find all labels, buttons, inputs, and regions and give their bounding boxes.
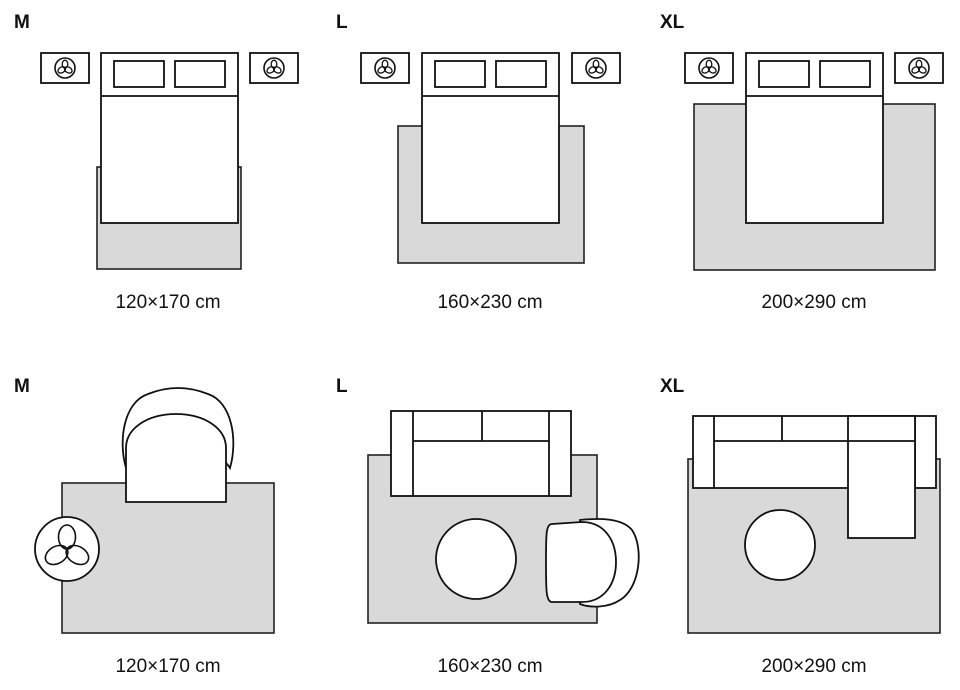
bedroom-panel-l: L 160×230 cm bbox=[336, 12, 621, 313]
dimension-label: 120×170 cm bbox=[115, 656, 220, 677]
pillow bbox=[758, 60, 810, 88]
size-label: M bbox=[14, 376, 30, 397]
size-label: XL bbox=[660, 376, 685, 397]
nightstand-left bbox=[684, 52, 734, 84]
living-panel-xl: XL 200×290 cm bbox=[660, 376, 941, 677]
bed bbox=[100, 52, 239, 224]
bedroom-panel-xl: XL 200×290 cm bbox=[660, 12, 944, 313]
dimension-label: 200×290 cm bbox=[761, 292, 866, 313]
pillow bbox=[174, 60, 226, 88]
lamp-icon bbox=[54, 57, 76, 79]
living-panel-m: M 120×170 cm bbox=[14, 376, 275, 677]
nightstand-left bbox=[360, 52, 410, 84]
living-panel-l: L 160×230 cm bbox=[336, 376, 640, 677]
nightstand-right bbox=[894, 52, 944, 84]
size-label: L bbox=[336, 12, 348, 33]
sectional-sofa bbox=[692, 415, 937, 539]
size-label: M bbox=[14, 12, 30, 33]
dimension-label: 120×170 cm bbox=[115, 292, 220, 313]
nightstand-left bbox=[40, 52, 90, 84]
dimension-label: 200×290 cm bbox=[761, 656, 866, 677]
lamp-icon bbox=[908, 57, 930, 79]
lamp-icon bbox=[263, 57, 285, 79]
armchair bbox=[121, 387, 235, 503]
floor-lamp bbox=[34, 516, 100, 582]
pillow bbox=[819, 60, 871, 88]
lamp-icon bbox=[44, 524, 90, 566]
sofa bbox=[390, 410, 572, 497]
side-chair bbox=[545, 518, 640, 608]
dimension-label: 160×230 cm bbox=[437, 656, 542, 677]
nightstand-right bbox=[249, 52, 299, 84]
lamp-icon bbox=[585, 57, 607, 79]
nightstand-right bbox=[571, 52, 621, 84]
round-table bbox=[435, 518, 517, 600]
bedroom-panel-m: M 120×170 cm bbox=[14, 12, 299, 313]
dimension-label: 160×230 cm bbox=[437, 292, 542, 313]
pillow bbox=[113, 60, 165, 88]
lamp-icon bbox=[374, 57, 396, 79]
size-label: L bbox=[336, 376, 348, 397]
size-label: XL bbox=[660, 12, 685, 33]
pillow bbox=[434, 60, 486, 88]
bed bbox=[745, 52, 884, 224]
lamp-icon bbox=[698, 57, 720, 79]
bed bbox=[421, 52, 560, 224]
chaise-section bbox=[847, 415, 916, 539]
round-table bbox=[744, 509, 816, 581]
pillow bbox=[495, 60, 547, 88]
